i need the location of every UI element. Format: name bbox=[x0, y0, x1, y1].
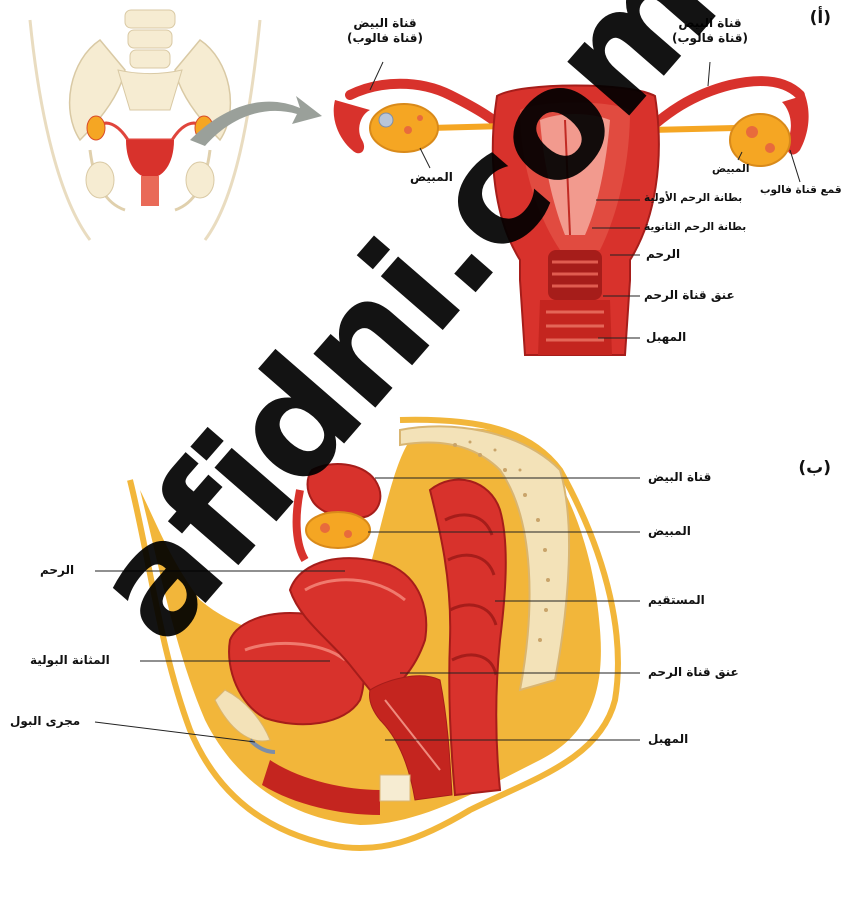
panel-b-tag: (ب) bbox=[798, 458, 831, 478]
label-tube-left-line1: قناة البيض bbox=[340, 16, 430, 31]
sagittal-section bbox=[130, 420, 618, 848]
label-tube-right-line1: قناة البيض bbox=[665, 16, 755, 31]
label-fimbriae: قمع قناة فالوب bbox=[760, 183, 842, 198]
label-ovary-right: المبيض bbox=[712, 162, 749, 177]
label-cervix-b: عنق قناة الرحم bbox=[648, 665, 739, 680]
label-endometrium-secondary: بطانة الرحم الثانوية bbox=[644, 220, 746, 235]
label-vagina-a: المهبل bbox=[646, 330, 686, 345]
label-tube-left: قناة البيض (قناة فالوب) bbox=[340, 16, 430, 46]
label-tube-right-line2: (قناة فالوب) bbox=[665, 31, 755, 46]
label-uterus-a: الرحم bbox=[646, 247, 680, 262]
ovary-shape bbox=[306, 512, 370, 548]
label-urethra-b: مجرى البول bbox=[10, 714, 80, 729]
label-vagina-b: المهبل bbox=[648, 732, 688, 747]
label-ovary-b: المبيض bbox=[648, 524, 691, 539]
label-cervix-a: عنق قناة الرحم bbox=[644, 288, 735, 303]
label-bladder-b: المثانة البولية bbox=[30, 653, 110, 668]
ovary-left bbox=[370, 104, 438, 152]
panel-a-tag: (أ) bbox=[810, 8, 831, 28]
label-endometrium-primary: بطانة الرحم الأولية bbox=[644, 191, 742, 206]
label-tube-left-line2: (قناة فالوب) bbox=[340, 31, 430, 46]
label-rectum-b: المستقيم bbox=[648, 593, 705, 608]
label-tube-right: قناة البيض (قناة فالوب) bbox=[665, 16, 755, 46]
label-ovary-left: المبيض bbox=[410, 170, 453, 185]
label-uterus-b: الرحم bbox=[40, 563, 74, 578]
uterus-closeup bbox=[334, 81, 809, 355]
oviduct-shape bbox=[308, 464, 381, 518]
label-oviduct-b: قناة البيض bbox=[648, 470, 711, 485]
